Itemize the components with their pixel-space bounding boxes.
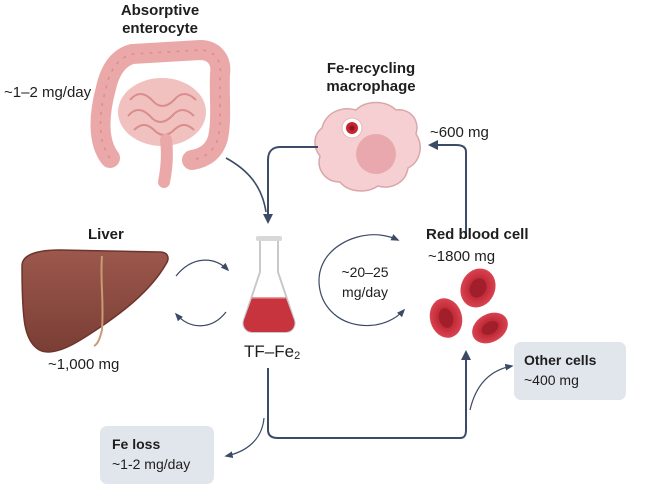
red-blood-cell-3: [472, 312, 508, 344]
macrophage-title-line1: Fe-recycling: [326, 60, 416, 77]
enterocyte-title-line1: Absorptive: [120, 2, 200, 19]
arrow-macrophage-to-transferrin: [263, 146, 318, 224]
rbc-title: Red blood cell: [426, 226, 529, 243]
arrow-to-other-cells: [469, 363, 514, 411]
recycling-rate: ~20–25 mg/day: [322, 262, 408, 302]
fe-loss-box: Fe loss ~1-2 mg/day: [100, 426, 214, 484]
arrow-enterocyte-to-transferrin: [225, 157, 267, 213]
red-blood-cell-2: [429, 298, 463, 338]
arrow-transferrin-to-liver: [174, 311, 227, 327]
recycling-circle-left: [318, 257, 335, 315]
transferrin-flask-icon: [242, 236, 296, 333]
recycling-circle-upper: [325, 234, 400, 259]
fe-loss-amount: ~1-2 mg/day: [112, 456, 191, 472]
macrophage-amount: ~600 mg: [430, 124, 489, 141]
other-cells-title: Other cells: [524, 352, 597, 368]
liver-amount: ~1,000 mg: [48, 356, 120, 373]
liver-icon: [21, 249, 169, 353]
macrophage-title: Fe-recycling macrophage: [322, 60, 420, 96]
transferrin-label-main: TF–Fe: [244, 342, 295, 361]
enterocyte-amount: ~1–2 mg/day: [4, 84, 92, 101]
transferrin-label: TF–Fe2: [244, 342, 300, 362]
enterocyte-title-line2: enterocyte: [122, 20, 198, 37]
red-blood-cells-icon: [429, 268, 508, 344]
transferrin-label-subscript: 2: [294, 350, 301, 362]
arrow-liver-to-transferrin: [175, 259, 230, 277]
liver-title: Liver: [88, 226, 124, 243]
macrophage-icon: [314, 101, 421, 192]
fe-loss-title: Fe loss: [112, 436, 161, 452]
macrophage-title-line2: macrophage: [326, 78, 416, 95]
other-cells-amount: ~400 mg: [524, 372, 579, 388]
rbc-amount: ~1800 mg: [428, 248, 496, 265]
enterocyte-title: Absorptive enterocyte: [110, 2, 210, 38]
recycling-rate-line1: ~20–25: [341, 264, 389, 280]
arrow-rbc-to-macrophage: [428, 140, 467, 238]
other-cells-box: Other cells ~400 mg: [514, 342, 626, 400]
recycling-circle-lower: [333, 308, 406, 327]
arrow-to-fe-loss: [224, 417, 265, 458]
recycling-rate-line2: mg/day: [342, 284, 388, 300]
red-blood-cell-1: [460, 268, 496, 308]
arrow-transferrin-to-rbc: [267, 350, 471, 439]
intestine-icon: [90, 39, 231, 188]
